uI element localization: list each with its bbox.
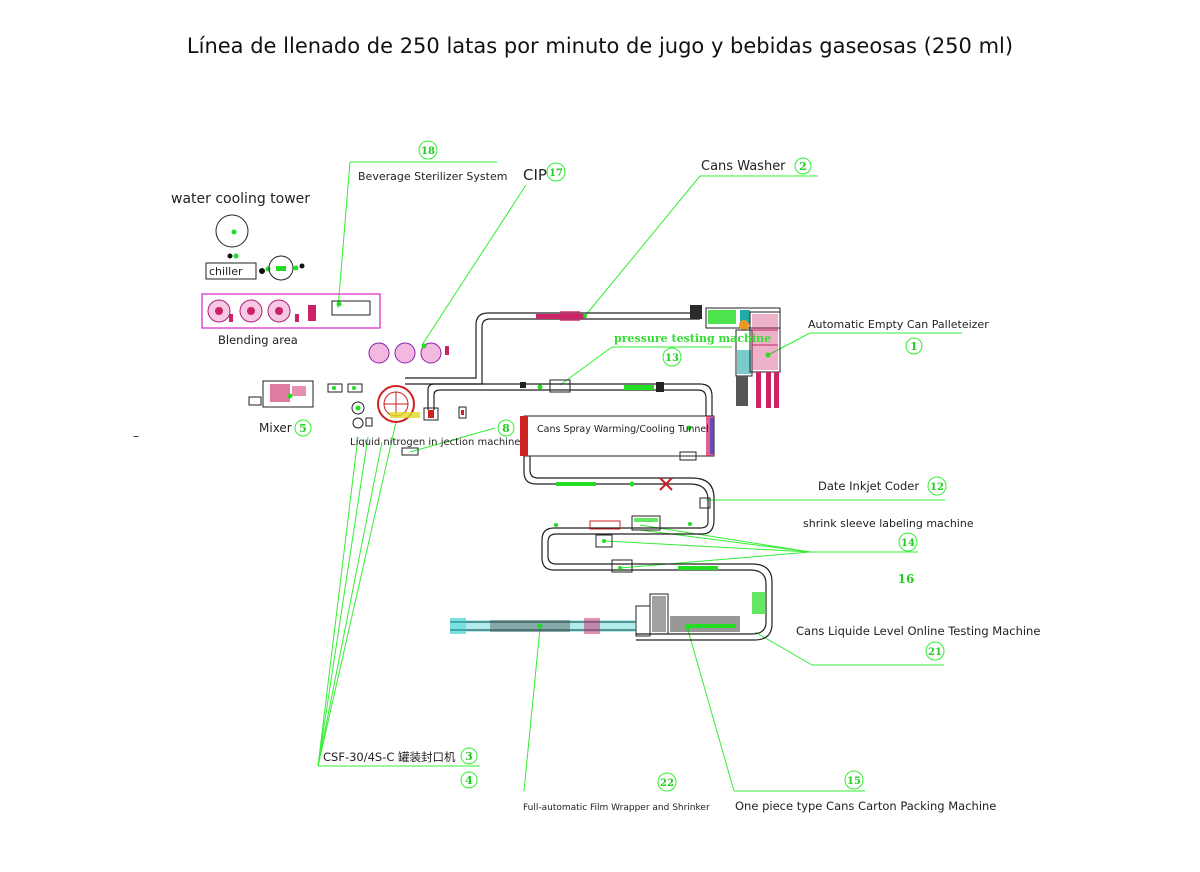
equipment-shrink-sleeve: [554, 515, 692, 548]
svg-text:15: 15: [847, 776, 861, 787]
equipment-cans-washer: [536, 305, 702, 321]
stray-dash: –: [133, 429, 139, 443]
label-tunnel: Cans Spray Warming/Cooling Tunnel: [537, 424, 709, 435]
svg-text:14: 14: [901, 538, 915, 549]
svg-text:3: 3: [465, 750, 473, 763]
callout-1: 1: [905, 337, 923, 355]
equipment-chiller: [205, 255, 305, 281]
equipment-film-wrapper: [450, 618, 636, 634]
callout-8: 8: [497, 419, 515, 437]
label-liquid-nitrogen: Liquid nitrogen in jection machine: [350, 437, 520, 448]
label-pressure-testing: pressure testing machine: [614, 332, 771, 345]
label-date-coder: Date Inkjet Coder: [818, 479, 919, 493]
label-film-wrapper: Full-automatic Film Wrapper and Shrinker: [523, 803, 710, 813]
svg-text:17: 17: [549, 168, 563, 179]
svg-text:21: 21: [928, 647, 942, 658]
callout-2: 2: [794, 157, 812, 175]
label-water-cooling-tower: water cooling tower: [171, 191, 310, 207]
leader-lines: [317, 161, 962, 792]
callout-12: 12: [927, 476, 947, 496]
svg-text:13: 13: [665, 353, 679, 364]
callout-numbers: 18 17 2 1 13 5 8 12 14 16 21 3 4 22 15: [294, 140, 947, 792]
svg-text:4: 4: [465, 774, 473, 787]
equipment-level-tester: [611, 559, 766, 614]
svg-text:18: 18: [421, 146, 435, 157]
svg-text:5: 5: [299, 422, 307, 435]
callout-4: 4: [460, 771, 478, 789]
label-carton-packing: One piece type Cans Carton Packing Machi…: [735, 799, 996, 813]
equipment-filler: [377, 385, 467, 456]
label-seamer: CSF-30/4S-C 罐装封口机: [323, 750, 456, 764]
callout-21: 21: [925, 641, 945, 661]
equipment-blending-area: [201, 293, 381, 329]
equipment-mixer: [248, 380, 363, 408]
label-blending-area: Blending area: [218, 333, 298, 347]
callout-16: 16: [898, 572, 915, 586]
callout-22: 22: [657, 772, 677, 792]
label-palletizer: Automatic Empty Can Palleteizer: [808, 318, 989, 331]
equipment-water-cooling-tower: [215, 214, 249, 259]
equipment-carton-packer: [635, 593, 740, 637]
callout-3: 3: [460, 747, 478, 765]
callout-13: 13: [662, 347, 682, 367]
label-level-testing: Cans Liquide Level Online Testing Machin…: [796, 624, 1040, 638]
callout-15: 15: [844, 770, 864, 790]
callout-14: 14: [898, 532, 918, 552]
label-cans-washer: Cans Washer: [701, 159, 786, 174]
svg-text:16: 16: [898, 572, 915, 586]
svg-text:8: 8: [502, 422, 510, 435]
callout-18: 18: [418, 140, 438, 160]
equipment-pressure-tester: [520, 379, 664, 393]
svg-text:12: 12: [930, 482, 944, 493]
label-mixer: Mixer: [259, 421, 292, 435]
label-shrink-sleeve: shrink sleeve labeling machine: [803, 517, 974, 530]
svg-text:1: 1: [910, 340, 918, 353]
equipment-date-coder: [556, 477, 711, 509]
callout-5: 5: [294, 419, 312, 437]
equipment-seamer: [351, 401, 373, 429]
page-title: Línea de llenado de 250 latas por minuto…: [187, 34, 1013, 58]
equipment-labels: water cooling tower chiller Blending are…: [133, 159, 1040, 813]
equipment-cip-tanks: [368, 342, 449, 364]
conveyor-lines: [405, 312, 773, 641]
callout-17: 17: [546, 162, 566, 182]
label-cip: CIP: [523, 166, 547, 184]
svg-text:22: 22: [660, 778, 674, 789]
equipment-palletizer: [705, 307, 781, 408]
label-chiller: chiller: [209, 265, 243, 278]
equipment-tunnel: [520, 416, 714, 461]
label-beverage-sterilizer: Beverage Sterilizer System: [358, 170, 507, 183]
svg-text:2: 2: [799, 160, 807, 173]
